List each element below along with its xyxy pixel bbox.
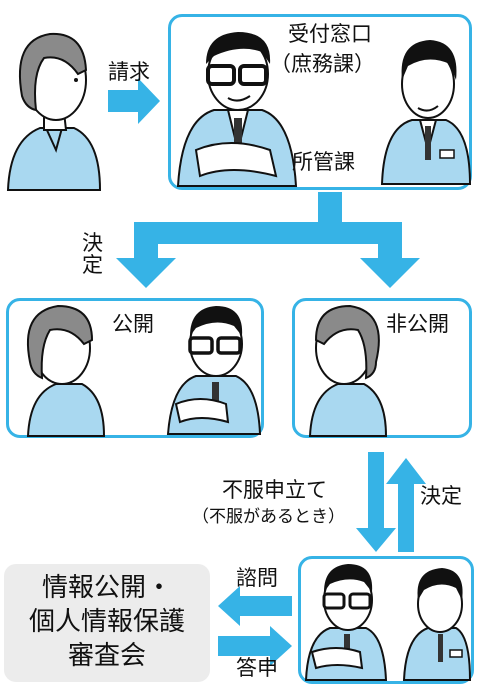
consult-arrow	[218, 586, 292, 626]
decision-split-arrow	[116, 192, 420, 288]
department-label: 所管課	[292, 150, 355, 174]
citizen-disclosure-figure	[26, 304, 106, 437]
request-arrow	[108, 78, 160, 124]
appeal-note: （不服があるとき）	[192, 507, 345, 527]
reception-title: 受付窓口	[288, 22, 372, 46]
clerk-glasses-figure	[176, 32, 298, 187]
disclosure-label: 公開	[112, 312, 154, 336]
non-disclosure-label: 非公開	[386, 312, 449, 336]
consult-label: 諮問	[236, 566, 278, 590]
decision-right-label: 決定	[420, 484, 462, 508]
council-line-3: 審査会	[67, 641, 146, 671]
appeal-label: 不服申立て	[222, 478, 327, 502]
report-arrow	[218, 626, 292, 666]
request-label: 請求	[108, 60, 150, 84]
report-label: 答申	[236, 656, 278, 680]
clerk-plain-figure	[380, 40, 472, 185]
department-clerk-glasses-figure	[304, 564, 388, 681]
council-line-2: 個人情報保護	[28, 607, 185, 637]
citizen-figure	[6, 32, 102, 191]
department-clerk-plain-figure	[402, 568, 472, 681]
appeal-arrow	[356, 452, 396, 552]
council-line-1: 情報公開・	[41, 573, 172, 603]
reception-subtitle: （庶務課）	[270, 52, 375, 76]
council-box	[4, 564, 210, 682]
decision-up-arrow	[386, 458, 426, 552]
clerk-disclosure-figure	[166, 306, 262, 435]
decision-top-label: 決定	[82, 231, 103, 278]
citizen-non-disclosure-figure	[308, 304, 388, 437]
